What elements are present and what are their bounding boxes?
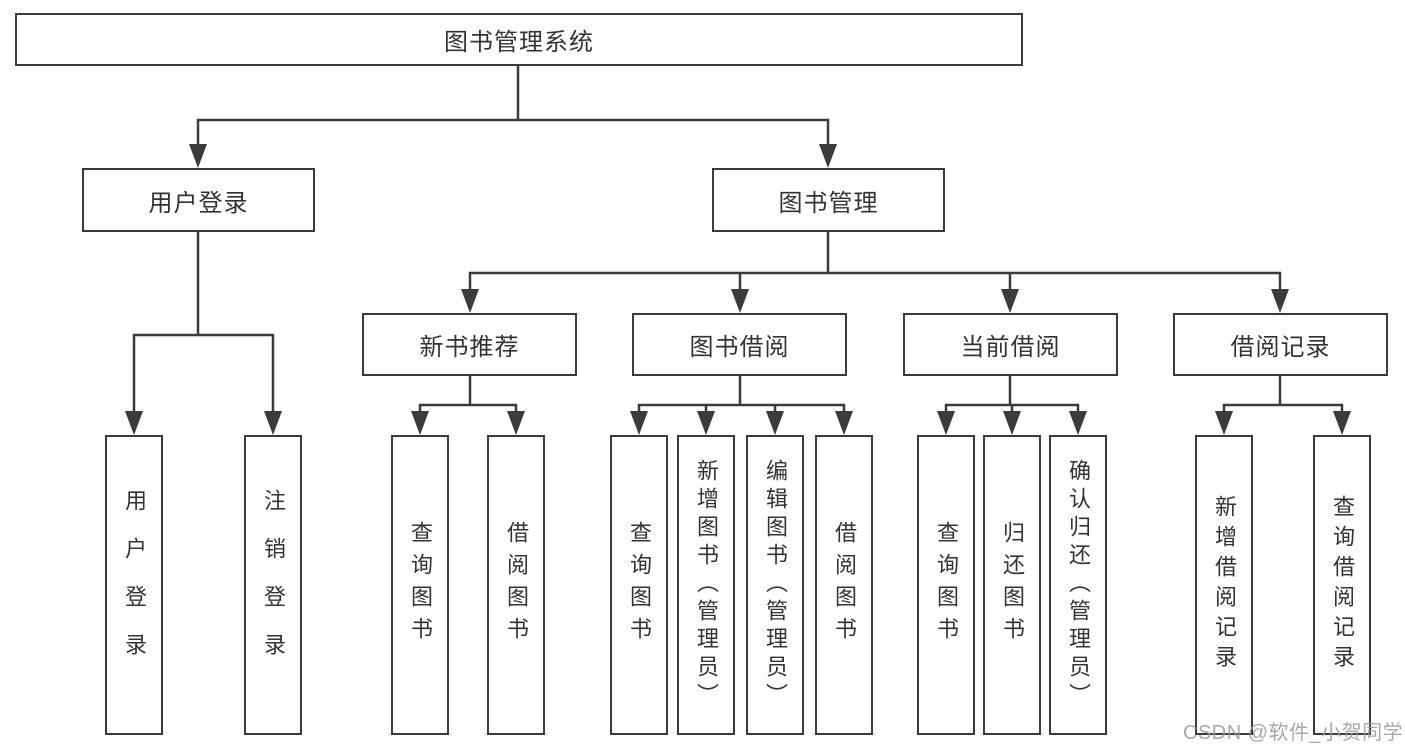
node-book-borrowing: 图书借阅: [632, 313, 847, 376]
watermark: CSDN @软件_小贺同学: [1183, 722, 1404, 744]
leaf-query-book-recommend: 查询图书: [391, 435, 449, 735]
leaf-add-book-admin: 新增图书（管理员）: [677, 435, 735, 735]
leaf-edit-book-admin: 编辑图书（管理员）: [746, 435, 804, 735]
node-borrowing-records: 借阅记录: [1173, 313, 1388, 376]
leaf-user-login: 用户登录: [105, 435, 163, 735]
leaf-query-book-current: 查询图书: [917, 435, 975, 735]
node-book-management: 图书管理: [712, 168, 945, 232]
leaf-confirm-return-admin: 确认归还（管理员）: [1049, 435, 1107, 735]
leaf-logout: 注销登录: [244, 435, 302, 735]
node-user-login: 用户登录: [82, 168, 315, 232]
leaf-query-book-borrowing: 查询图书: [610, 435, 668, 735]
node-current-borrowing: 当前借阅: [903, 313, 1118, 376]
leaf-query-borrow-record: 查询借阅记录: [1313, 435, 1371, 735]
leaf-add-borrow-record: 新增借阅记录: [1195, 435, 1253, 735]
leaf-return-book: 归还图书: [983, 435, 1041, 735]
node-new-book-recommend: 新书推荐: [362, 313, 577, 376]
leaf-borrow-book: 借阅图书: [815, 435, 873, 735]
leaf-borrow-book-recommend: 借阅图书: [487, 435, 545, 735]
node-library-system: 图书管理系统: [15, 13, 1023, 66]
